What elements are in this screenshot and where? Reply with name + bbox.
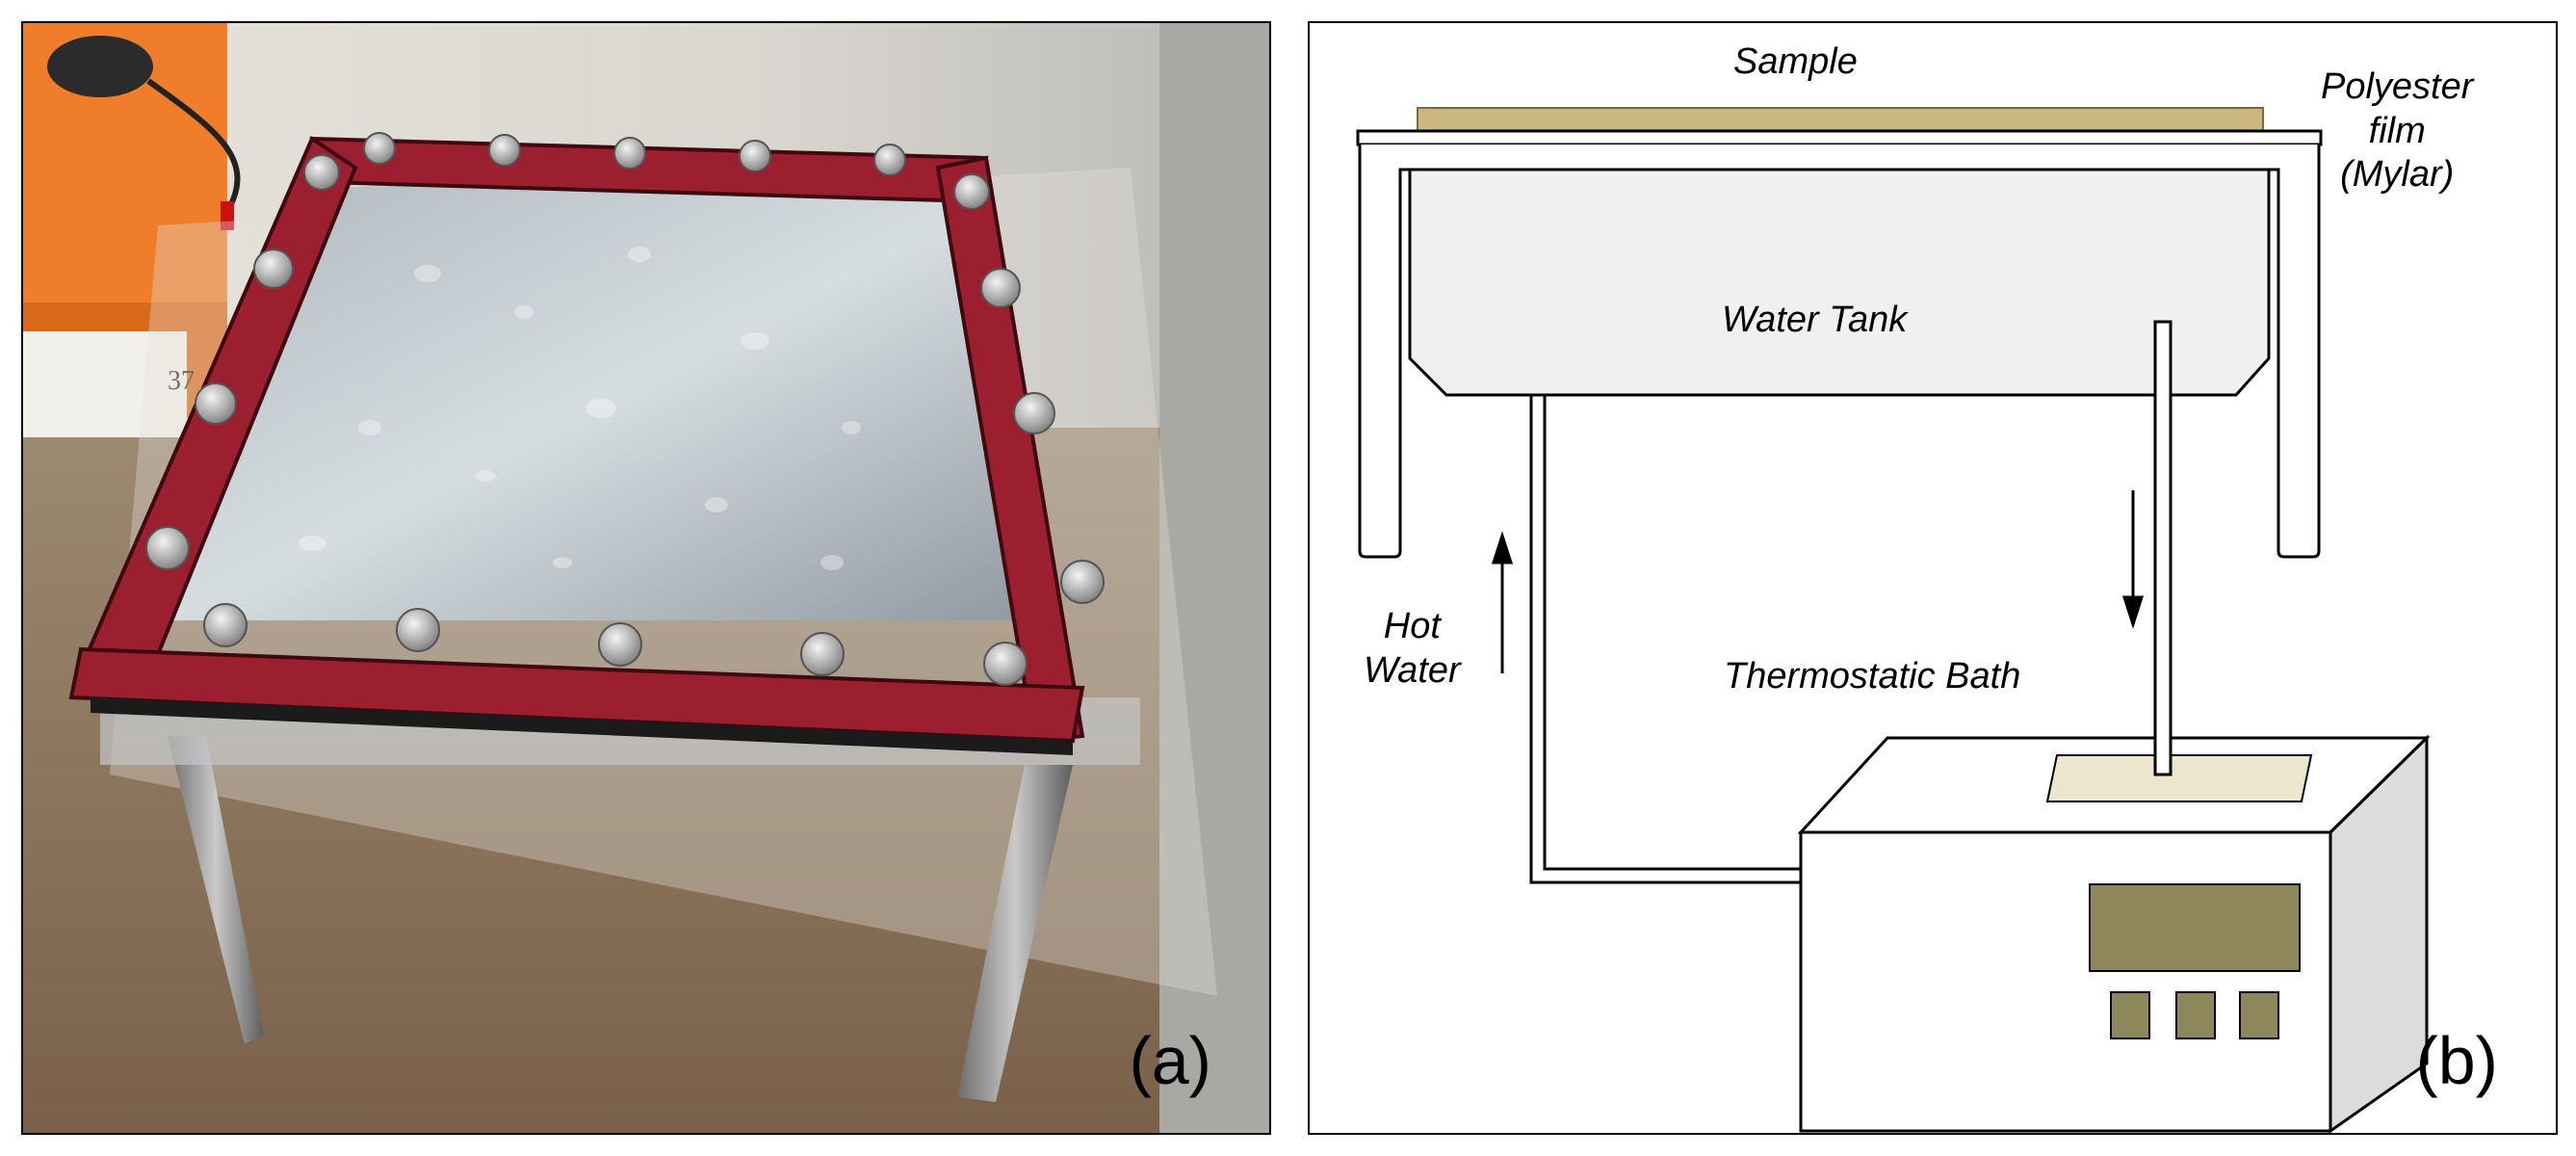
schematic-panel: Sample Polyester film (Mylar) Water Tank… — [1308, 21, 2558, 1135]
right-cabinet — [1159, 23, 1269, 1133]
schematic-diagram — [1356, 107, 2431, 1133]
bath-button-1 — [2110, 991, 2150, 1039]
return-pipe-top — [2153, 320, 2173, 776]
bath-front — [1799, 830, 2332, 1133]
glass-surface — [168, 177, 1044, 620]
bolts — [145, 132, 1105, 686]
panel-b-label: (b) — [2415, 1023, 2498, 1098]
bath-button-3 — [2239, 991, 2279, 1039]
label-thermostatic-bath: Thermostatic Bath — [1724, 656, 2021, 696]
hot-water-pipe — [1529, 395, 1801, 884]
label-polyester-film: Polyester film (Mylar) — [2321, 66, 2474, 196]
leg-right — [957, 765, 1073, 1102]
timer — [47, 36, 153, 97]
label-water-tank: Water Tank — [1722, 300, 1908, 340]
photo-illustration: 37 — [23, 23, 1269, 1133]
panel-a-label: (a) — [1129, 1023, 1211, 1098]
photo-panel: 37 — [21, 21, 1271, 1135]
bath-button-2 — [2175, 991, 2216, 1039]
bath-lid — [2045, 754, 2313, 802]
frame-gasket — [91, 697, 1073, 755]
leg-left — [168, 736, 264, 1044]
flow-arrow-down — [2121, 490, 2145, 629]
svg-text:37: 37 — [168, 366, 195, 396]
label-sample: Sample — [1733, 41, 1858, 82]
box-label — [23, 331, 187, 437]
polyester-film — [1356, 129, 2323, 146]
bath-display — [2089, 883, 2301, 972]
sample-strip — [1417, 107, 2264, 132]
flow-arrow-up — [1491, 531, 1514, 673]
water-tank — [1408, 168, 2271, 397]
label-hot-water: Hot Water — [1364, 606, 1461, 691]
